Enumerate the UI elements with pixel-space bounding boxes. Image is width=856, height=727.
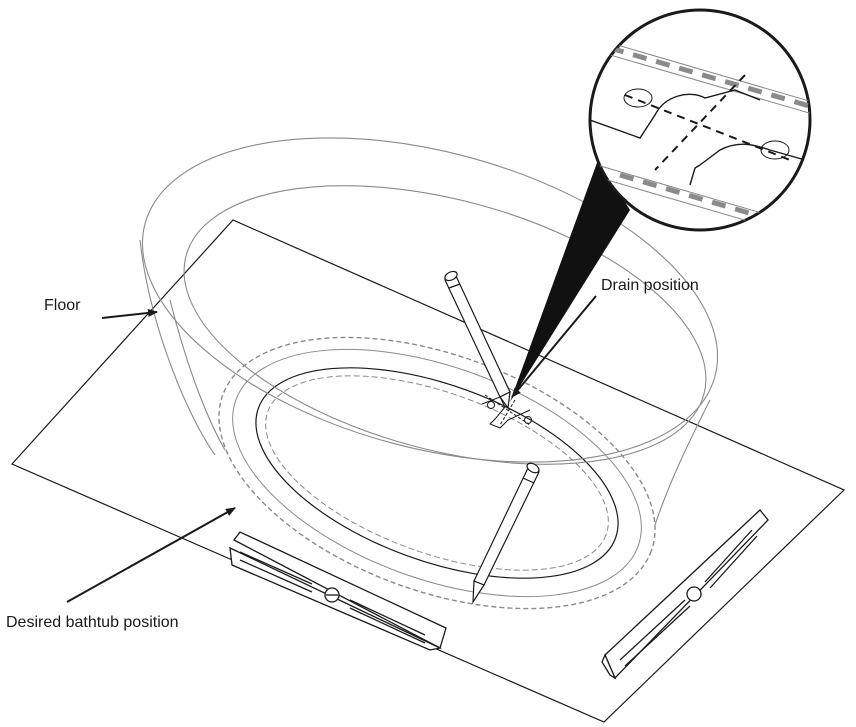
pencil-drain [444,270,511,410]
spirit-level-front [229,531,447,651]
bathtub-footprint-outline [218,336,656,610]
bathtub-ghost [139,137,719,526]
spirit-level-right [601,509,769,680]
floor-arrow [101,308,158,319]
drain-arrow [511,295,597,398]
zoom-callout-pointer [510,160,630,402]
desired-bathtub-position-label: Desired bathtub position [6,614,179,631]
drain-position-label: Drain position [601,277,699,294]
desired-position-arrow [66,507,236,603]
pencil-edge [472,462,540,605]
floor-label: Floor [44,297,81,314]
